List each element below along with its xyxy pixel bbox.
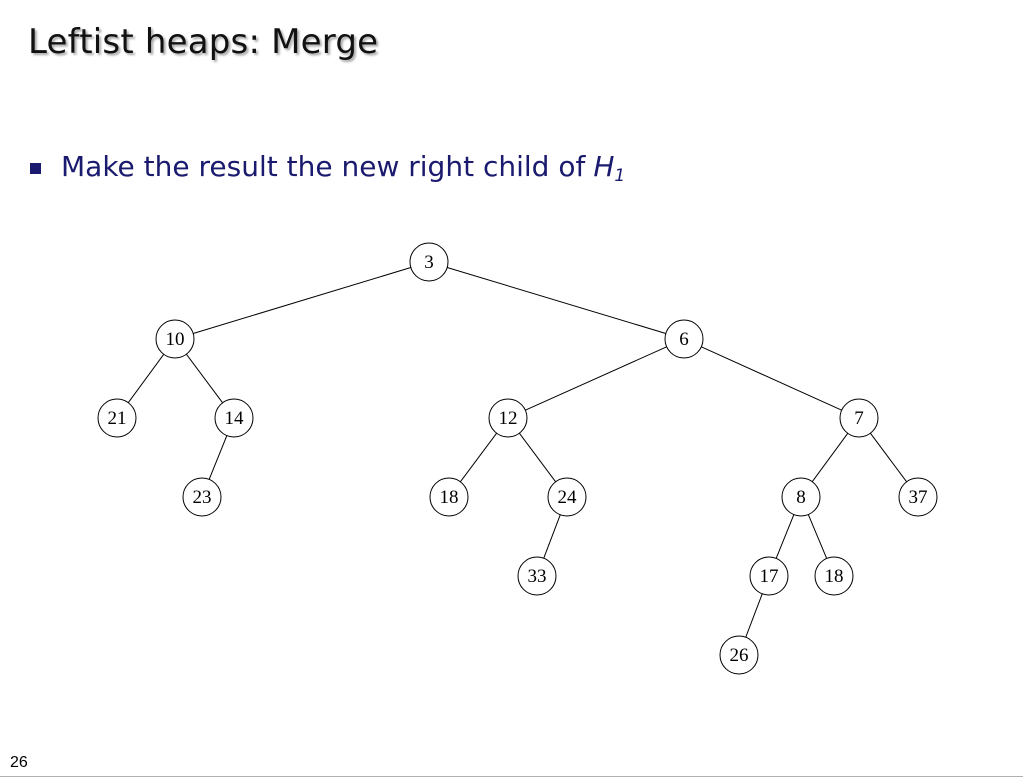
tree-node-circle (781, 477, 821, 517)
tree-edge (193, 267, 411, 334)
slide-number: 26 (10, 754, 28, 771)
tree-edge (459, 432, 498, 483)
tree-node-circle (409, 242, 449, 282)
tree-edge (701, 346, 842, 411)
tree-node: 3 (409, 242, 449, 282)
bullet-text: Make the result the new right child of (61, 150, 586, 183)
tree-node: 18 (429, 477, 469, 517)
tree-node-circle (214, 398, 254, 438)
tree-edge (745, 593, 763, 638)
tree-node-circle (155, 319, 195, 359)
tree-node: 12 (488, 398, 528, 438)
tree-node-circle (517, 556, 557, 596)
leftist-heap-tree: 3 10 6 21 14 23 12 7 18 24 33 8 37 17 18 26 (97, 242, 938, 675)
tree-edge (543, 514, 561, 559)
tree-edge (518, 432, 557, 483)
tree-node: 7 (839, 398, 879, 438)
tree-edge (185, 353, 224, 404)
footer-divider (0, 776, 1023, 777)
tree-node-circle (664, 319, 704, 359)
tree-node-label: 8 (796, 487, 806, 508)
tree-node-circle (547, 477, 587, 517)
square-bullet-icon (30, 163, 41, 174)
tree-node-circle (97, 398, 137, 438)
tree-node: 33 (517, 556, 557, 596)
tree-node-label: 10 (166, 329, 185, 350)
tree-node-circle (814, 556, 854, 596)
tree-node: 37 (898, 477, 938, 517)
tree-node: 17 (749, 556, 789, 596)
tree-node-label: 18 (825, 566, 844, 587)
tree-node-circle (839, 398, 879, 438)
tree-edges (127, 267, 908, 638)
tree-node-label: 23 (193, 487, 212, 508)
tree-edge (807, 514, 828, 559)
tree-node-label: 17 (760, 566, 779, 587)
tree-node-label: 14 (225, 408, 245, 429)
tree-edge (811, 433, 849, 482)
tree-edge (869, 432, 908, 483)
tree-node-circle (898, 477, 938, 517)
tree-node-circle (719, 635, 759, 675)
tree-node: 8 (781, 477, 821, 517)
tree-nodes: 3 10 6 21 14 23 12 7 18 24 33 8 37 17 18 26 (97, 242, 938, 675)
tree-edge (208, 435, 228, 480)
tree-node: 24 (547, 477, 587, 517)
bullet-point: Make the result the new right child of H… (30, 150, 626, 186)
tree-node: 6 (664, 319, 704, 359)
tree-node-label: 6 (679, 329, 689, 350)
tree-node-label: 21 (108, 408, 127, 429)
tree-node: 14 (214, 398, 254, 438)
tree-edge (525, 346, 667, 411)
tree-edge (775, 514, 795, 559)
tree-node-label: 26 (730, 645, 749, 666)
tree-node: 10 (155, 319, 195, 359)
tree-node-label: 12 (499, 408, 518, 429)
bullet-subscript: 1 (614, 165, 626, 186)
tree-node-label: 18 (440, 487, 459, 508)
tree-node-label: 37 (909, 487, 928, 508)
tree-node-circle (488, 398, 528, 438)
tree-edge (127, 354, 165, 403)
tree-node: 21 (97, 398, 137, 438)
tree-node: 23 (182, 477, 222, 517)
tree-edge (447, 267, 666, 334)
tree-node: 18 (814, 556, 854, 596)
tree-node-circle (749, 556, 789, 596)
slide-title: Leftist heaps: Merge (28, 22, 379, 62)
tree-node-circle (182, 477, 222, 517)
bullet-variable: H (593, 150, 615, 183)
tree-node-label: 33 (528, 566, 547, 587)
tree-node: 26 (719, 635, 759, 675)
tree-node-circle (429, 477, 469, 517)
tree-node-label: 7 (854, 408, 864, 429)
tree-node-label: 3 (424, 252, 434, 273)
tree-node-label: 24 (558, 487, 578, 508)
